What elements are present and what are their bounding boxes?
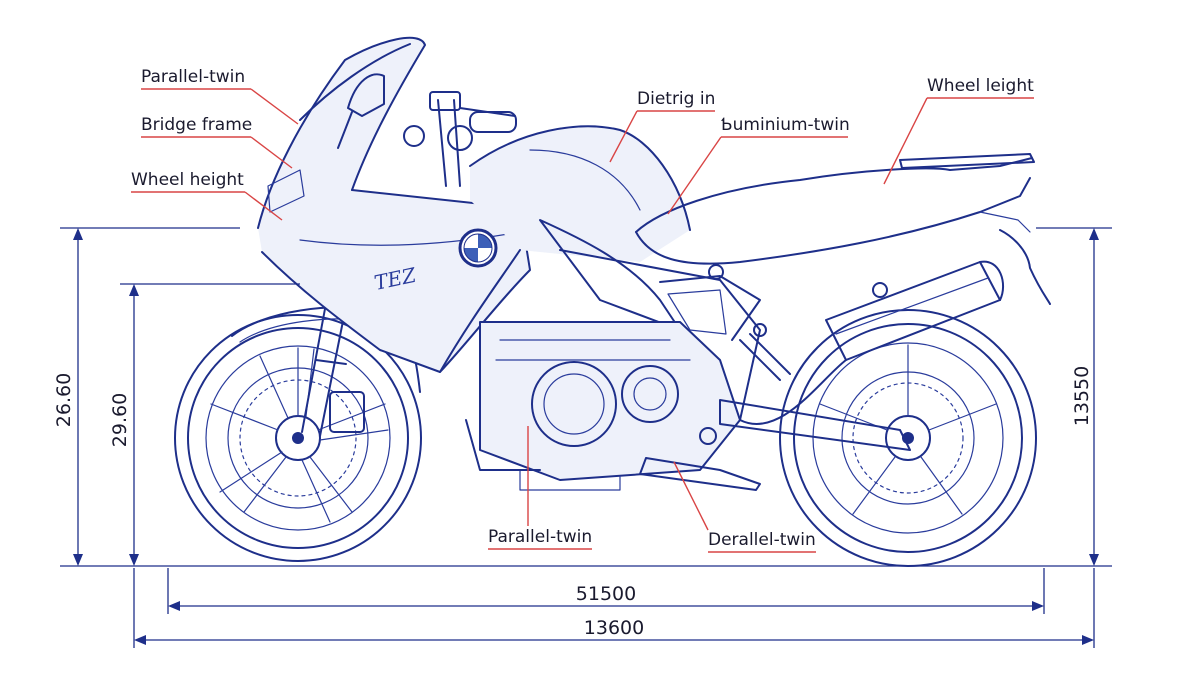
dim-outer-height: 26.60 [53,373,75,427]
callout-buminium-twin: Ƅuminium-twin [721,115,850,135]
bmw-roundel-logo [458,228,498,268]
front-wheel [174,314,422,562]
dim-right-height: 13550 [1071,366,1093,426]
exhaust [739,260,1005,425]
dimension-lines: 26.60 29.60 13550 51500 13600 [53,227,1112,648]
seat-tail [635,153,1051,305]
dim-inner-height: 29.60 [109,393,131,447]
callout-derallel-twin: Derallel-twin [708,530,816,550]
frame-swingarm [559,249,911,451]
motorcycle-drawing: TEZ [174,36,1051,567]
callouts: Parallel-twin Bridge frame Wheel height … [131,67,1034,553]
dim-wheelbase: 51500 [576,583,636,605]
tank-body [439,125,691,373]
callout-parallel-twin-bottom: Parallel-twin [488,527,592,547]
footpegs [639,427,761,491]
handlebars [403,91,517,187]
engine [465,321,741,491]
callout-wheel-leight: Wheel leight [927,76,1034,96]
dim-overall-length: 13600 [584,617,644,639]
callout-bridge-frame: Bridge frame [141,115,252,135]
callout-dietrig-in: Dietrig in [637,89,715,109]
callout-parallel-twin-top: Parallel-twin [141,67,245,87]
callout-wheel-height: Wheel height [131,170,244,190]
